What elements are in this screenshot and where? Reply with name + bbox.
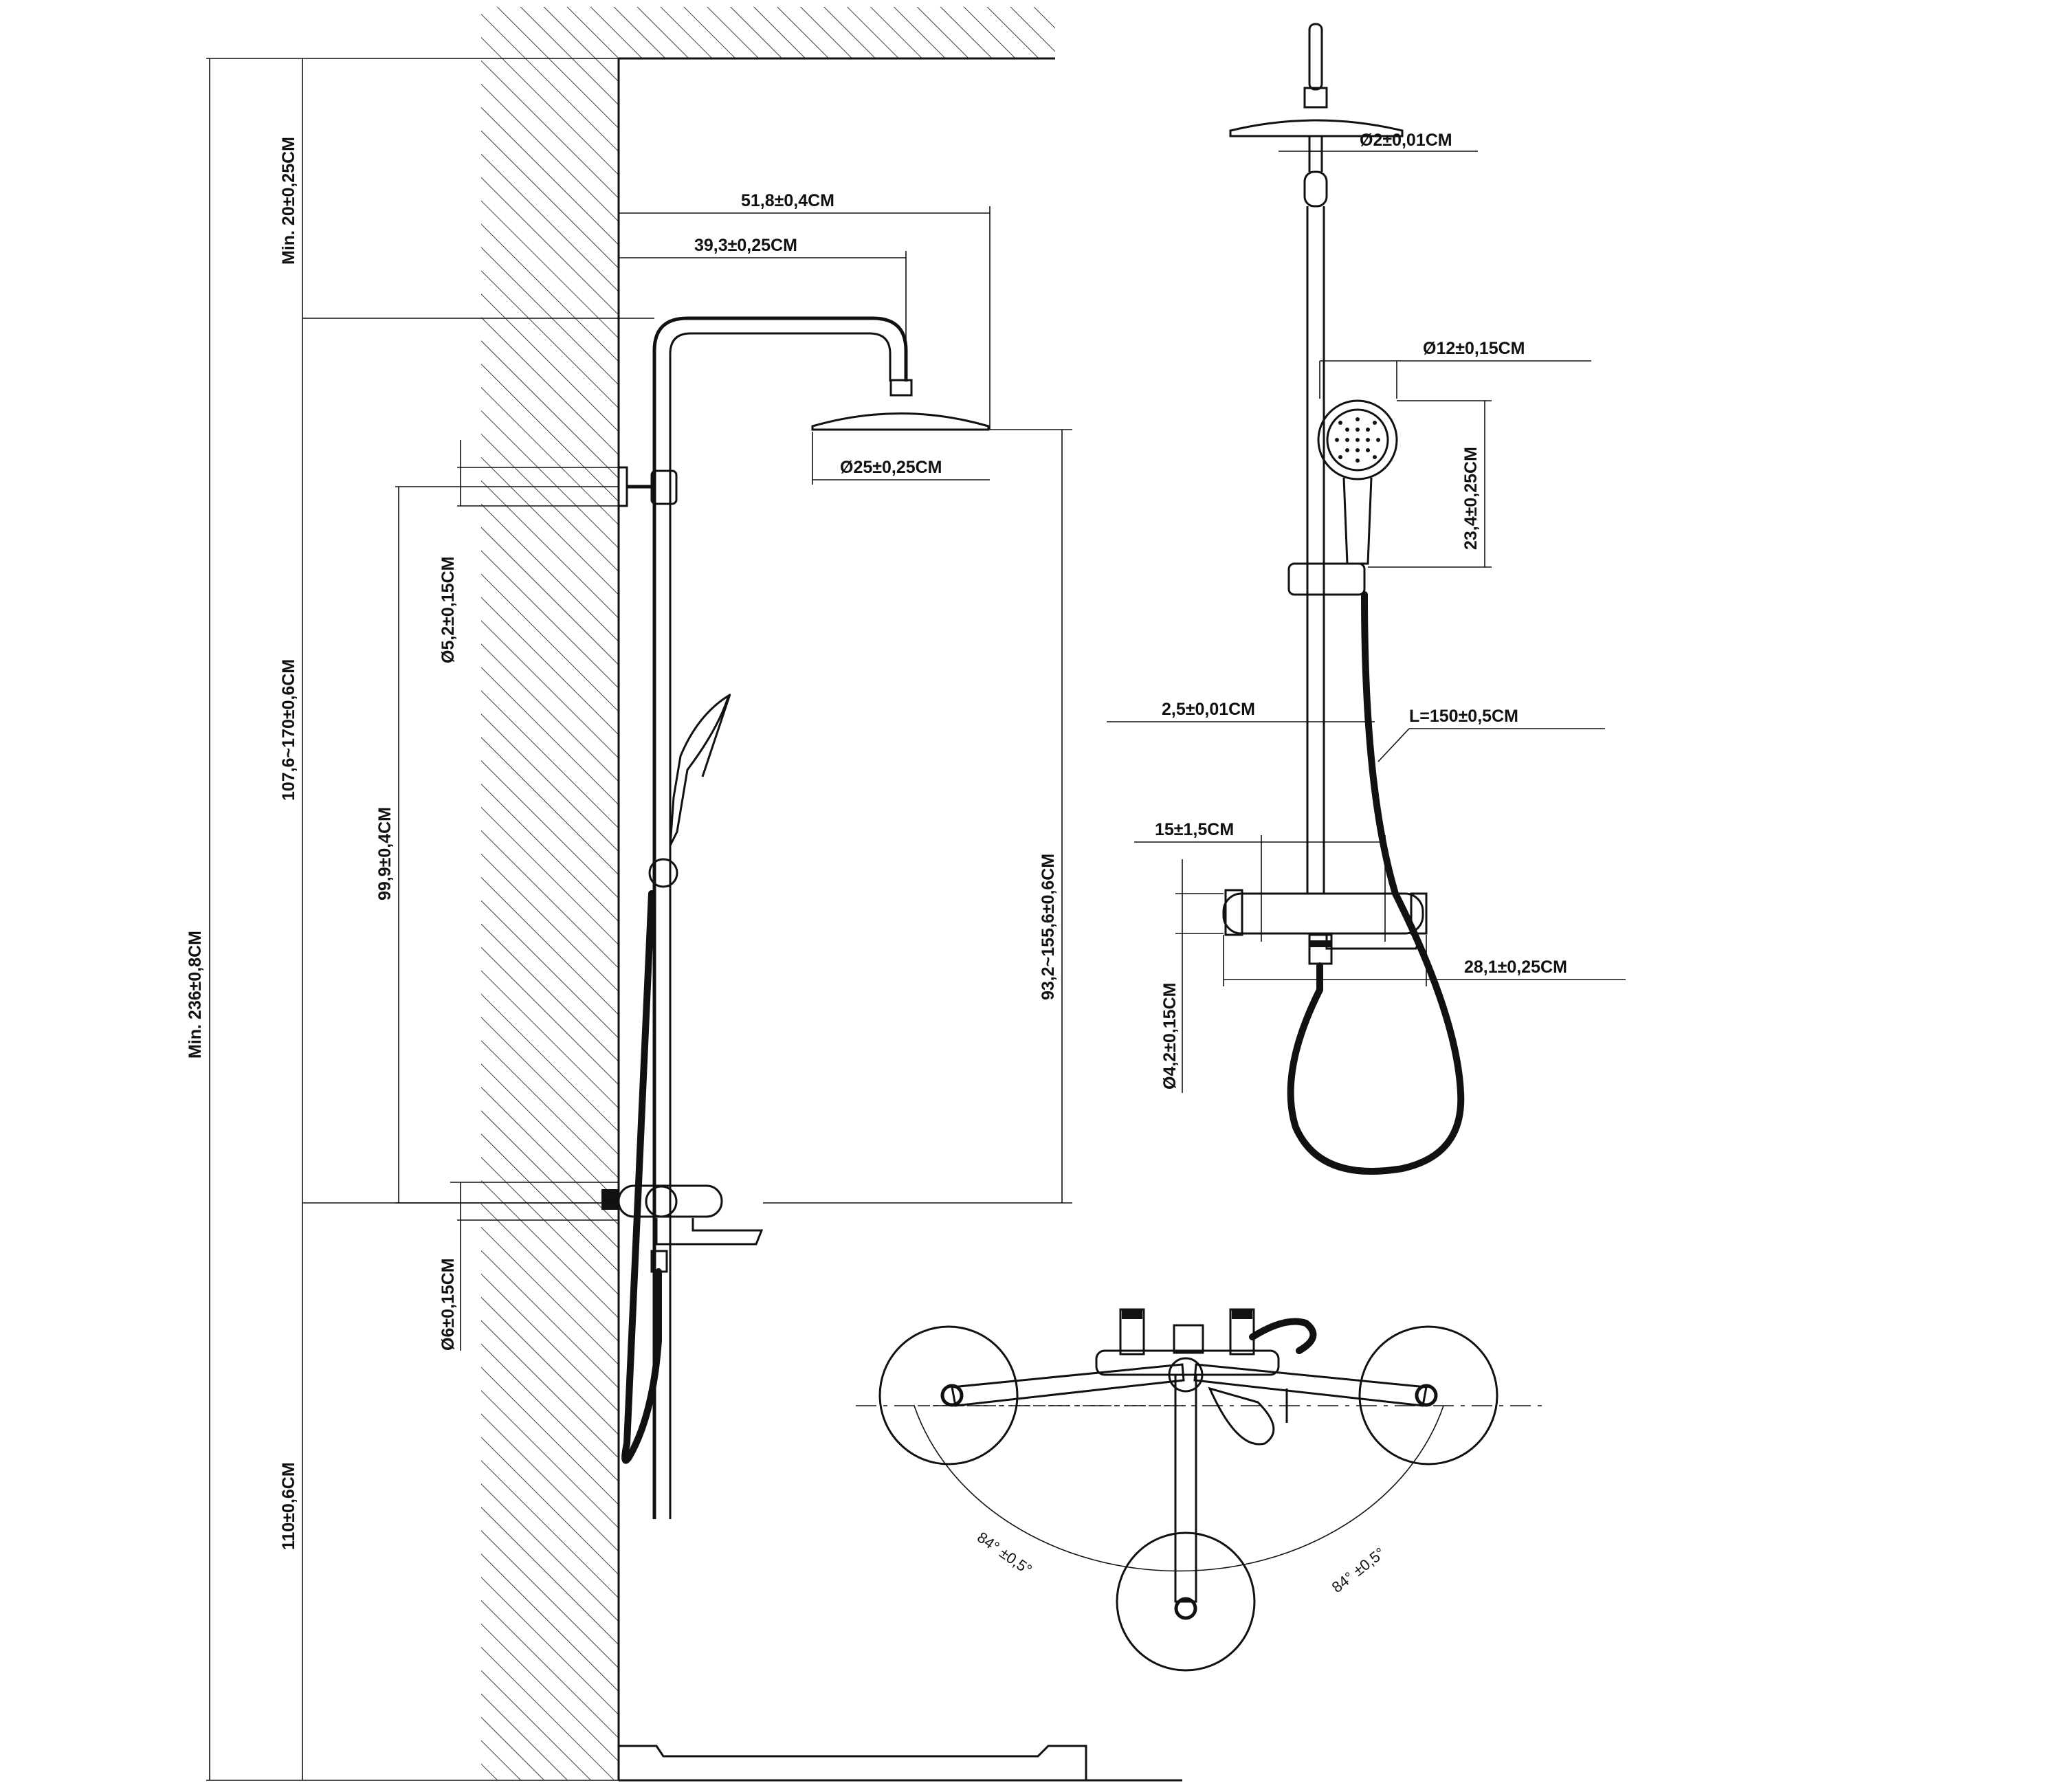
dim-total-height: Min. 236±0,8CM — [186, 58, 619, 1781]
hand-shower-front-handle — [1342, 477, 1373, 565]
dim-label-inlet-spacing: 15±1,5CM — [1155, 820, 1234, 839]
hand-shower-nozzles — [1335, 417, 1380, 463]
mixer-right-outlet — [1410, 892, 1428, 935]
dim-label-hand-shower-length: 23,4±0,25CM — [1461, 447, 1481, 550]
ceiling-pipe-nut — [1303, 87, 1328, 109]
ceiling-hatch — [481, 7, 1055, 58]
spout-arm-right — [1193, 1363, 1428, 1407]
head-connector — [889, 379, 913, 397]
front-view: Ø2±0,01CM Ø12±0,15CM 23,4±0,25CM 2,5±0,0… — [1107, 23, 1626, 1175]
dim-label-arm-reach: 51,8±0,4CM — [741, 191, 834, 210]
dim-label-upper-bracket: Ø5,2±0,15CM — [439, 557, 458, 663]
ceiling-pipe — [1308, 23, 1323, 91]
dim-label-hose-length: L=150±0,5CM — [1409, 707, 1518, 726]
dim-label-top-pipe: Ø2±0,01CM — [1360, 131, 1452, 150]
hand-shower-front-inner — [1326, 408, 1389, 472]
dim-hand-shower-diam: Ø12±0,15CM — [1319, 339, 1591, 399]
dim-label-spout-diameter: Ø4,2±0,15CM — [1160, 983, 1180, 1089]
dim-label-hand-shower-diam: Ø12±0,15CM — [1423, 339, 1525, 358]
hose-connector-band — [1309, 940, 1331, 947]
dim-spout-diameter: Ø4,2±0,15CM — [1160, 859, 1224, 1093]
dim-inlet-spacing: 15±1,5CM — [1134, 820, 1386, 887]
dim-mixer-height: 110±0,6CM — [279, 1203, 303, 1780]
dim-lower-flange: Ø6±0,15CM — [439, 1182, 619, 1351]
arm-end-right — [1415, 1384, 1438, 1407]
dim-label-arm-to-head: 39,3±0,25CM — [694, 236, 797, 255]
dim-label-head-diameter: Ø25±0,25CM — [840, 458, 942, 477]
dim-mixer-width: 28,1±0,25CM — [1223, 935, 1626, 986]
mixer-handle-side — [645, 1185, 678, 1218]
bracket-clamp — [650, 469, 678, 505]
mixer-body-side — [617, 1184, 723, 1218]
dim-hand-shower-length: 23,4±0,25CM — [1368, 400, 1492, 568]
swing-position-center — [1116, 1531, 1256, 1672]
side-view: Min. 236±0,8CM Min. 20±0,25CM 107,6~170±… — [186, 7, 1182, 1782]
overhead-shower-head — [811, 412, 990, 431]
dim-label-lower-flange: Ø6±0,15CM — [439, 1258, 458, 1351]
riser-pipe — [652, 316, 908, 1519]
inlet-cap-right — [1232, 1309, 1252, 1319]
arm-end-left — [940, 1384, 964, 1407]
bath-spout-side — [655, 1218, 764, 1246]
mixer-diverter-top — [1168, 1357, 1204, 1393]
dim-label-mixer-height: 110±0,6CM — [279, 1462, 298, 1550]
bath-spout-front — [1325, 935, 1421, 950]
spout-arm-center — [1174, 1373, 1197, 1603]
dim-min-top: Min. 20±0,25CM — [279, 58, 654, 319]
shower-hose-side — [621, 890, 662, 1464]
wall-hatch — [481, 58, 619, 1780]
dim-label-adjustable: 107,6~170±0,6CM — [279, 659, 298, 801]
dim-hose-length: L=150±0,5CM — [1377, 707, 1605, 762]
mixer-body-top — [1095, 1349, 1280, 1376]
dim-label-head-to-mixer: 93,2~155,6±0,6CM — [1039, 854, 1058, 1000]
riser-pipe-inner — [669, 332, 892, 1519]
arm-end-center — [1174, 1597, 1197, 1620]
angle-label-left: 84° ±0,5° — [974, 1529, 1035, 1579]
shower-hose-front — [1287, 591, 1465, 1175]
slider-knob — [648, 858, 678, 888]
dim-label-bracket-spacing: 99,9±0,4CM — [375, 807, 395, 900]
mixer-body-front — [1222, 892, 1424, 935]
soap-dish-top — [1208, 1386, 1275, 1446]
dim-label-total-height: Min. 236±0,8CM — [186, 931, 205, 1059]
bathtub-outline — [619, 1745, 1087, 1780]
dim-arm-reach: 51,8±0,4CM — [619, 191, 991, 430]
hand-shower-front-face — [1317, 399, 1398, 480]
mixer-left-knob — [1224, 889, 1243, 936]
dim-bracket-spacing: 99,9±0,4CM — [375, 486, 619, 1204]
upper-wall-bracket — [617, 466, 628, 507]
dim-upper-bracket: Ø5,2±0,15CM — [439, 440, 619, 663]
dim-label-mixer-width: 28,1±0,25CM — [1464, 958, 1567, 977]
top-view: 84° ±0,5° 84° ±0,5° — [856, 1308, 1543, 1672]
mixer-center-knob — [1173, 1324, 1204, 1354]
swivel-joint-front — [1303, 170, 1328, 208]
dim-top-pipe: Ø2±0,01CM — [1279, 131, 1478, 152]
hand-shower-holder — [1287, 562, 1366, 596]
overhead-shower-head-front — [1229, 119, 1404, 137]
dim-arm-to-head: 39,3±0,25CM — [619, 236, 907, 378]
inlet-cap-left — [1122, 1309, 1142, 1319]
spout-arm-left — [951, 1363, 1185, 1407]
swing-position-left — [878, 1325, 1019, 1465]
hand-shower-face — [701, 694, 731, 777]
dim-label-rail-diameter: 2,5±0,01CM — [1162, 700, 1255, 719]
dim-label-min-top: Min. 20±0,25CM — [279, 137, 298, 265]
dim-head-to-mixer: 93,2~155,6±0,6CM — [763, 429, 1072, 1204]
swing-position-right — [1358, 1325, 1498, 1465]
angle-label-right: 84° ±0,5° — [1329, 1544, 1388, 1596]
dim-rail-diameter: 2,5±0,01CM — [1107, 700, 1375, 722]
hose-top-view — [1249, 1318, 1317, 1354]
mixer-wall-plate — [601, 1189, 618, 1210]
swing-arc — [914, 1405, 1444, 1572]
dim-head-diameter: Ø25±0,25CM — [812, 432, 990, 485]
hand-shower-side — [669, 693, 731, 846]
